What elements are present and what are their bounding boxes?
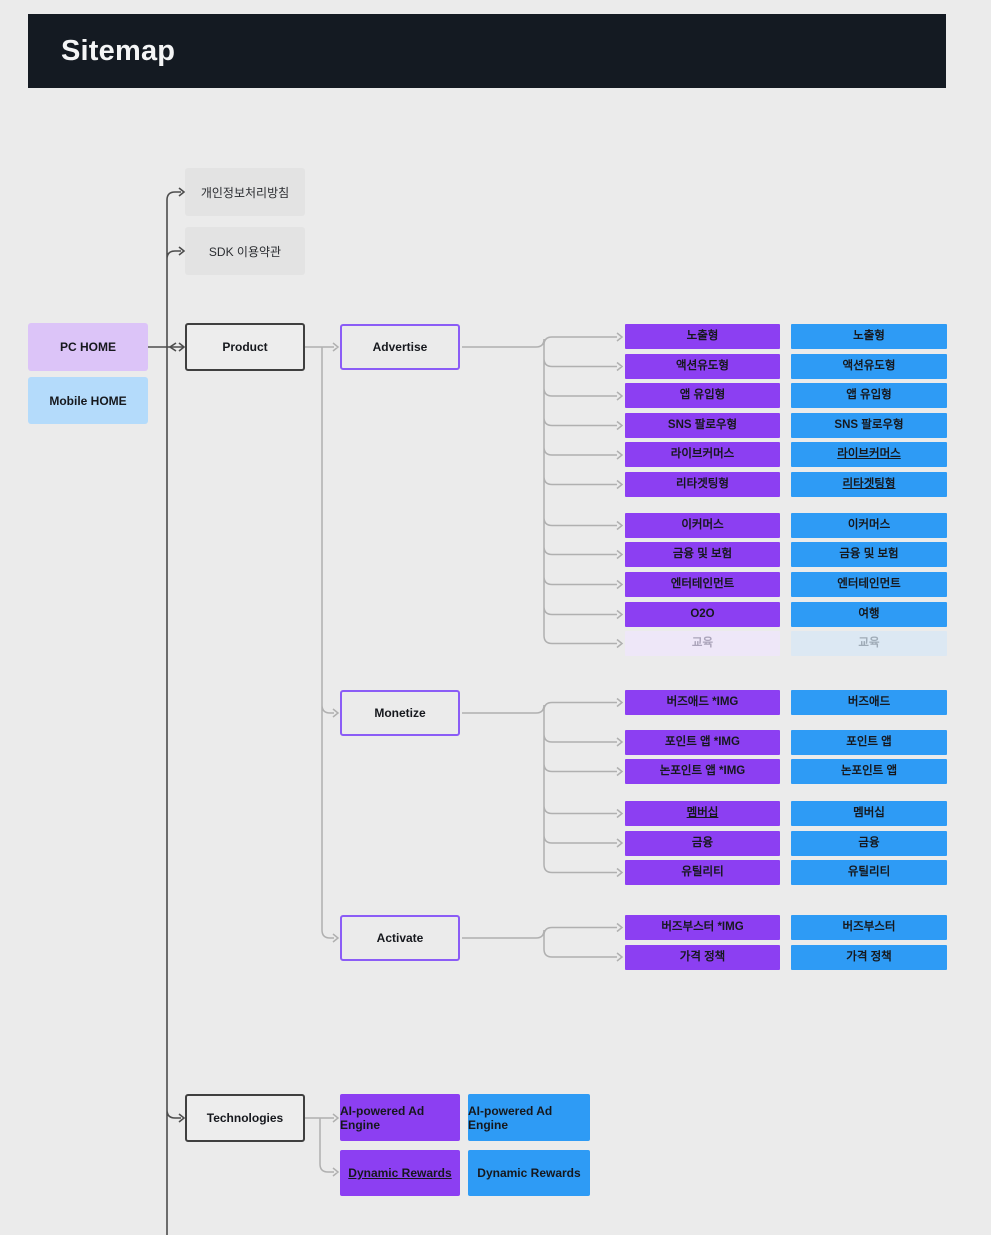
leaf-pc-monetize-product-0[interactable]: 버즈애드 *IMG xyxy=(625,690,780,715)
leaf-mobile-tech-0[interactable]: AI-powered Ad Engine xyxy=(468,1094,590,1141)
leaf-pc-industry-2[interactable]: 엔터테인먼트 xyxy=(625,572,780,597)
trunk-arrowheads xyxy=(168,187,186,1123)
node-product[interactable]: Product xyxy=(185,323,305,371)
leaf-pc-activate-1[interactable]: 가격 정책 xyxy=(625,944,780,970)
leaf-mobile-ad-type-0[interactable]: 노출형 xyxy=(791,324,947,349)
leaf-mobile-activate-0[interactable]: 버즈부스터 xyxy=(791,915,947,940)
leaf-pc-ad-type-0[interactable]: 노출형 xyxy=(625,324,780,349)
page-title: Sitemap xyxy=(61,34,176,67)
branch-arrowheads xyxy=(332,332,624,1177)
leaf-pc-ad-type-5[interactable]: 리타겟팅형 xyxy=(625,472,780,497)
leaf-pc-tech-0[interactable]: AI-powered Ad Engine xyxy=(340,1094,460,1141)
leaf-pc-tech-1[interactable]: Dynamic Rewards xyxy=(340,1150,460,1196)
node-sdk-terms[interactable]: SDK 이용약관 xyxy=(185,227,305,275)
leaf-mobile-tech-1[interactable]: Dynamic Rewards xyxy=(468,1150,590,1196)
leaf-mobile-ad-type-5[interactable]: 리타겟팅형 xyxy=(791,472,947,497)
node-activate[interactable]: Activate xyxy=(340,915,460,961)
node-technologies[interactable]: Technologies xyxy=(185,1094,305,1142)
node-pc-home[interactable]: PC HOME xyxy=(28,323,148,371)
leaf-pc-ad-type-3[interactable]: SNS 팔로우형 xyxy=(625,413,780,438)
leaf-mobile-industry-2[interactable]: 엔터테인먼트 xyxy=(791,572,947,597)
node-privacy-policy[interactable]: 개인정보처리방침 xyxy=(185,168,305,216)
node-mobile-home[interactable]: Mobile HOME xyxy=(28,377,148,424)
leaf-pc-industry-3[interactable]: O2O xyxy=(625,602,780,627)
leaf-mobile-monetize-category-0[interactable]: 멤버십 xyxy=(791,801,947,826)
leaf-mobile-monetize-category-2[interactable]: 유틸리티 xyxy=(791,860,947,885)
leaf-mobile-monetize-product-1[interactable]: 포인트 앱 xyxy=(791,729,947,755)
leaf-mobile-monetize-product-0[interactable]: 버즈애드 xyxy=(791,690,947,715)
leaf-pc-ad-type-4[interactable]: 라이브커머스 xyxy=(625,442,780,467)
leaf-pc-monetize-product-2[interactable]: 논포인트 앱 *IMG xyxy=(625,759,780,784)
leaf-mobile-ad-type-4[interactable]: 라이브커머스 xyxy=(791,442,947,467)
leaf-pc-industry-0[interactable]: 이커머스 xyxy=(625,513,780,538)
leaf-pc-monetize-category-1[interactable]: 금융 xyxy=(625,830,780,856)
leaf-mobile-monetize-product-2[interactable]: 논포인트 앱 xyxy=(791,759,947,784)
page-header: Sitemap xyxy=(28,14,946,88)
leaf-pc-ad-type-1[interactable]: 액션유도형 xyxy=(625,354,780,379)
leaf-mobile-ad-type-2[interactable]: 앱 유입형 xyxy=(791,383,947,408)
leaf-pc-monetize-product-1[interactable]: 포인트 앱 *IMG xyxy=(625,729,780,755)
trunk-lines xyxy=(148,191,184,1235)
leaf-mobile-industry-3[interactable]: 여행 xyxy=(791,602,947,627)
leaf-pc-industry-4-disabled: 교육 xyxy=(625,631,780,656)
leaf-mobile-industry-0[interactable]: 이커머스 xyxy=(791,513,947,538)
leaf-pc-ad-type-2[interactable]: 앱 유입형 xyxy=(625,383,780,408)
leaf-mobile-industry-1[interactable]: 금융 및 보험 xyxy=(791,542,947,567)
leaf-pc-activate-0[interactable]: 버즈부스터 *IMG xyxy=(625,915,780,940)
leaf-mobile-activate-1[interactable]: 가격 정책 xyxy=(791,944,947,970)
leaf-mobile-industry-4-disabled: 교육 xyxy=(791,631,947,656)
leaf-mobile-ad-type-1[interactable]: 액션유도형 xyxy=(791,354,947,379)
leaf-pc-industry-1[interactable]: 금융 및 보험 xyxy=(625,542,780,567)
branch-lines xyxy=(305,336,617,1173)
node-advertise[interactable]: Advertise xyxy=(340,324,460,370)
leaf-mobile-monetize-category-1[interactable]: 금융 xyxy=(791,830,947,856)
leaf-mobile-ad-type-3[interactable]: SNS 팔로우형 xyxy=(791,413,947,438)
node-monetize[interactable]: Monetize xyxy=(340,690,460,736)
leaf-pc-monetize-category-2[interactable]: 유틸리티 xyxy=(625,860,780,885)
leaf-pc-monetize-category-0[interactable]: 멤버십 xyxy=(625,801,780,826)
